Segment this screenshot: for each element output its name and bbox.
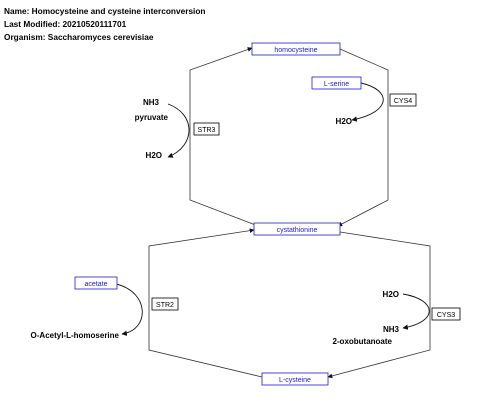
- enzyme-cys3-label: CYS3: [437, 312, 455, 319]
- diagram-header: Name: Homocysteine and cysteine intercon…: [4, 5, 206, 44]
- curve-cys3-side: [402, 293, 430, 330]
- pathway-name: Name: Homocysteine and cysteine intercon…: [4, 6, 206, 16]
- organism: Organism: Saccharomyces cerevisiae: [4, 32, 154, 42]
- node-cystathionine-label: cystathionine: [277, 227, 318, 234]
- metabolite-nh3-bottom: NH3: [383, 325, 400, 334]
- metabolite-nh3-top: NH3: [143, 98, 160, 107]
- enzyme-cys4[interactable]: CYS4: [389, 93, 417, 107]
- enzyme-cys4-label: CYS4: [394, 98, 412, 105]
- node-homocysteine-label: homocysteine: [274, 47, 317, 54]
- edge-str2-to-cystathionine: [148, 228, 263, 378]
- enzyme-str3[interactable]: STR3: [193, 122, 220, 136]
- curve-str2-side: [115, 283, 143, 336]
- node-l-cysteine-label: L-cysteine: [279, 377, 311, 384]
- metabolite-o-acetyl-l-homoserine: O-Acetyl-L-homoserine: [31, 331, 120, 340]
- node-l-serine-label: L-serine: [324, 81, 349, 88]
- edge-cys4-to-cystathionine: [337, 48, 389, 227]
- node-acetate-label: acetate: [85, 281, 108, 288]
- metabolite-h2o-right: H2O: [336, 117, 352, 126]
- enzyme-str2[interactable]: STR2: [151, 297, 179, 311]
- edge-cys3-to-cysteine: [327, 231, 431, 379]
- curve-str3-side: [167, 103, 190, 158]
- metabolite-h2o-bottom: H2O: [383, 290, 399, 299]
- metabolite-h2o-left: H2O: [146, 151, 162, 160]
- curve-cys4-side: [351, 82, 384, 122]
- node-acetate[interactable]: acetate: [74, 276, 118, 290]
- node-homocysteine[interactable]: homocysteine: [251, 42, 341, 56]
- node-l-cysteine[interactable]: L-cysteine: [261, 372, 329, 386]
- node-l-serine[interactable]: L-serine: [311, 76, 362, 90]
- metabolite-pyruvate: pyruvate: [135, 113, 169, 122]
- enzyme-str2-label: STR2: [156, 302, 174, 309]
- metabolite-2-oxobutanoate: 2-oxobutanoate: [332, 337, 392, 346]
- enzyme-cys3[interactable]: CYS3: [431, 307, 461, 321]
- edge-str3-to-homocysteine: [189, 47, 259, 227]
- last-modified: Last Modified: 20210520111701: [4, 19, 127, 29]
- enzyme-str3-label: STR3: [198, 127, 216, 134]
- node-cystathionine[interactable]: cystathionine: [253, 222, 341, 236]
